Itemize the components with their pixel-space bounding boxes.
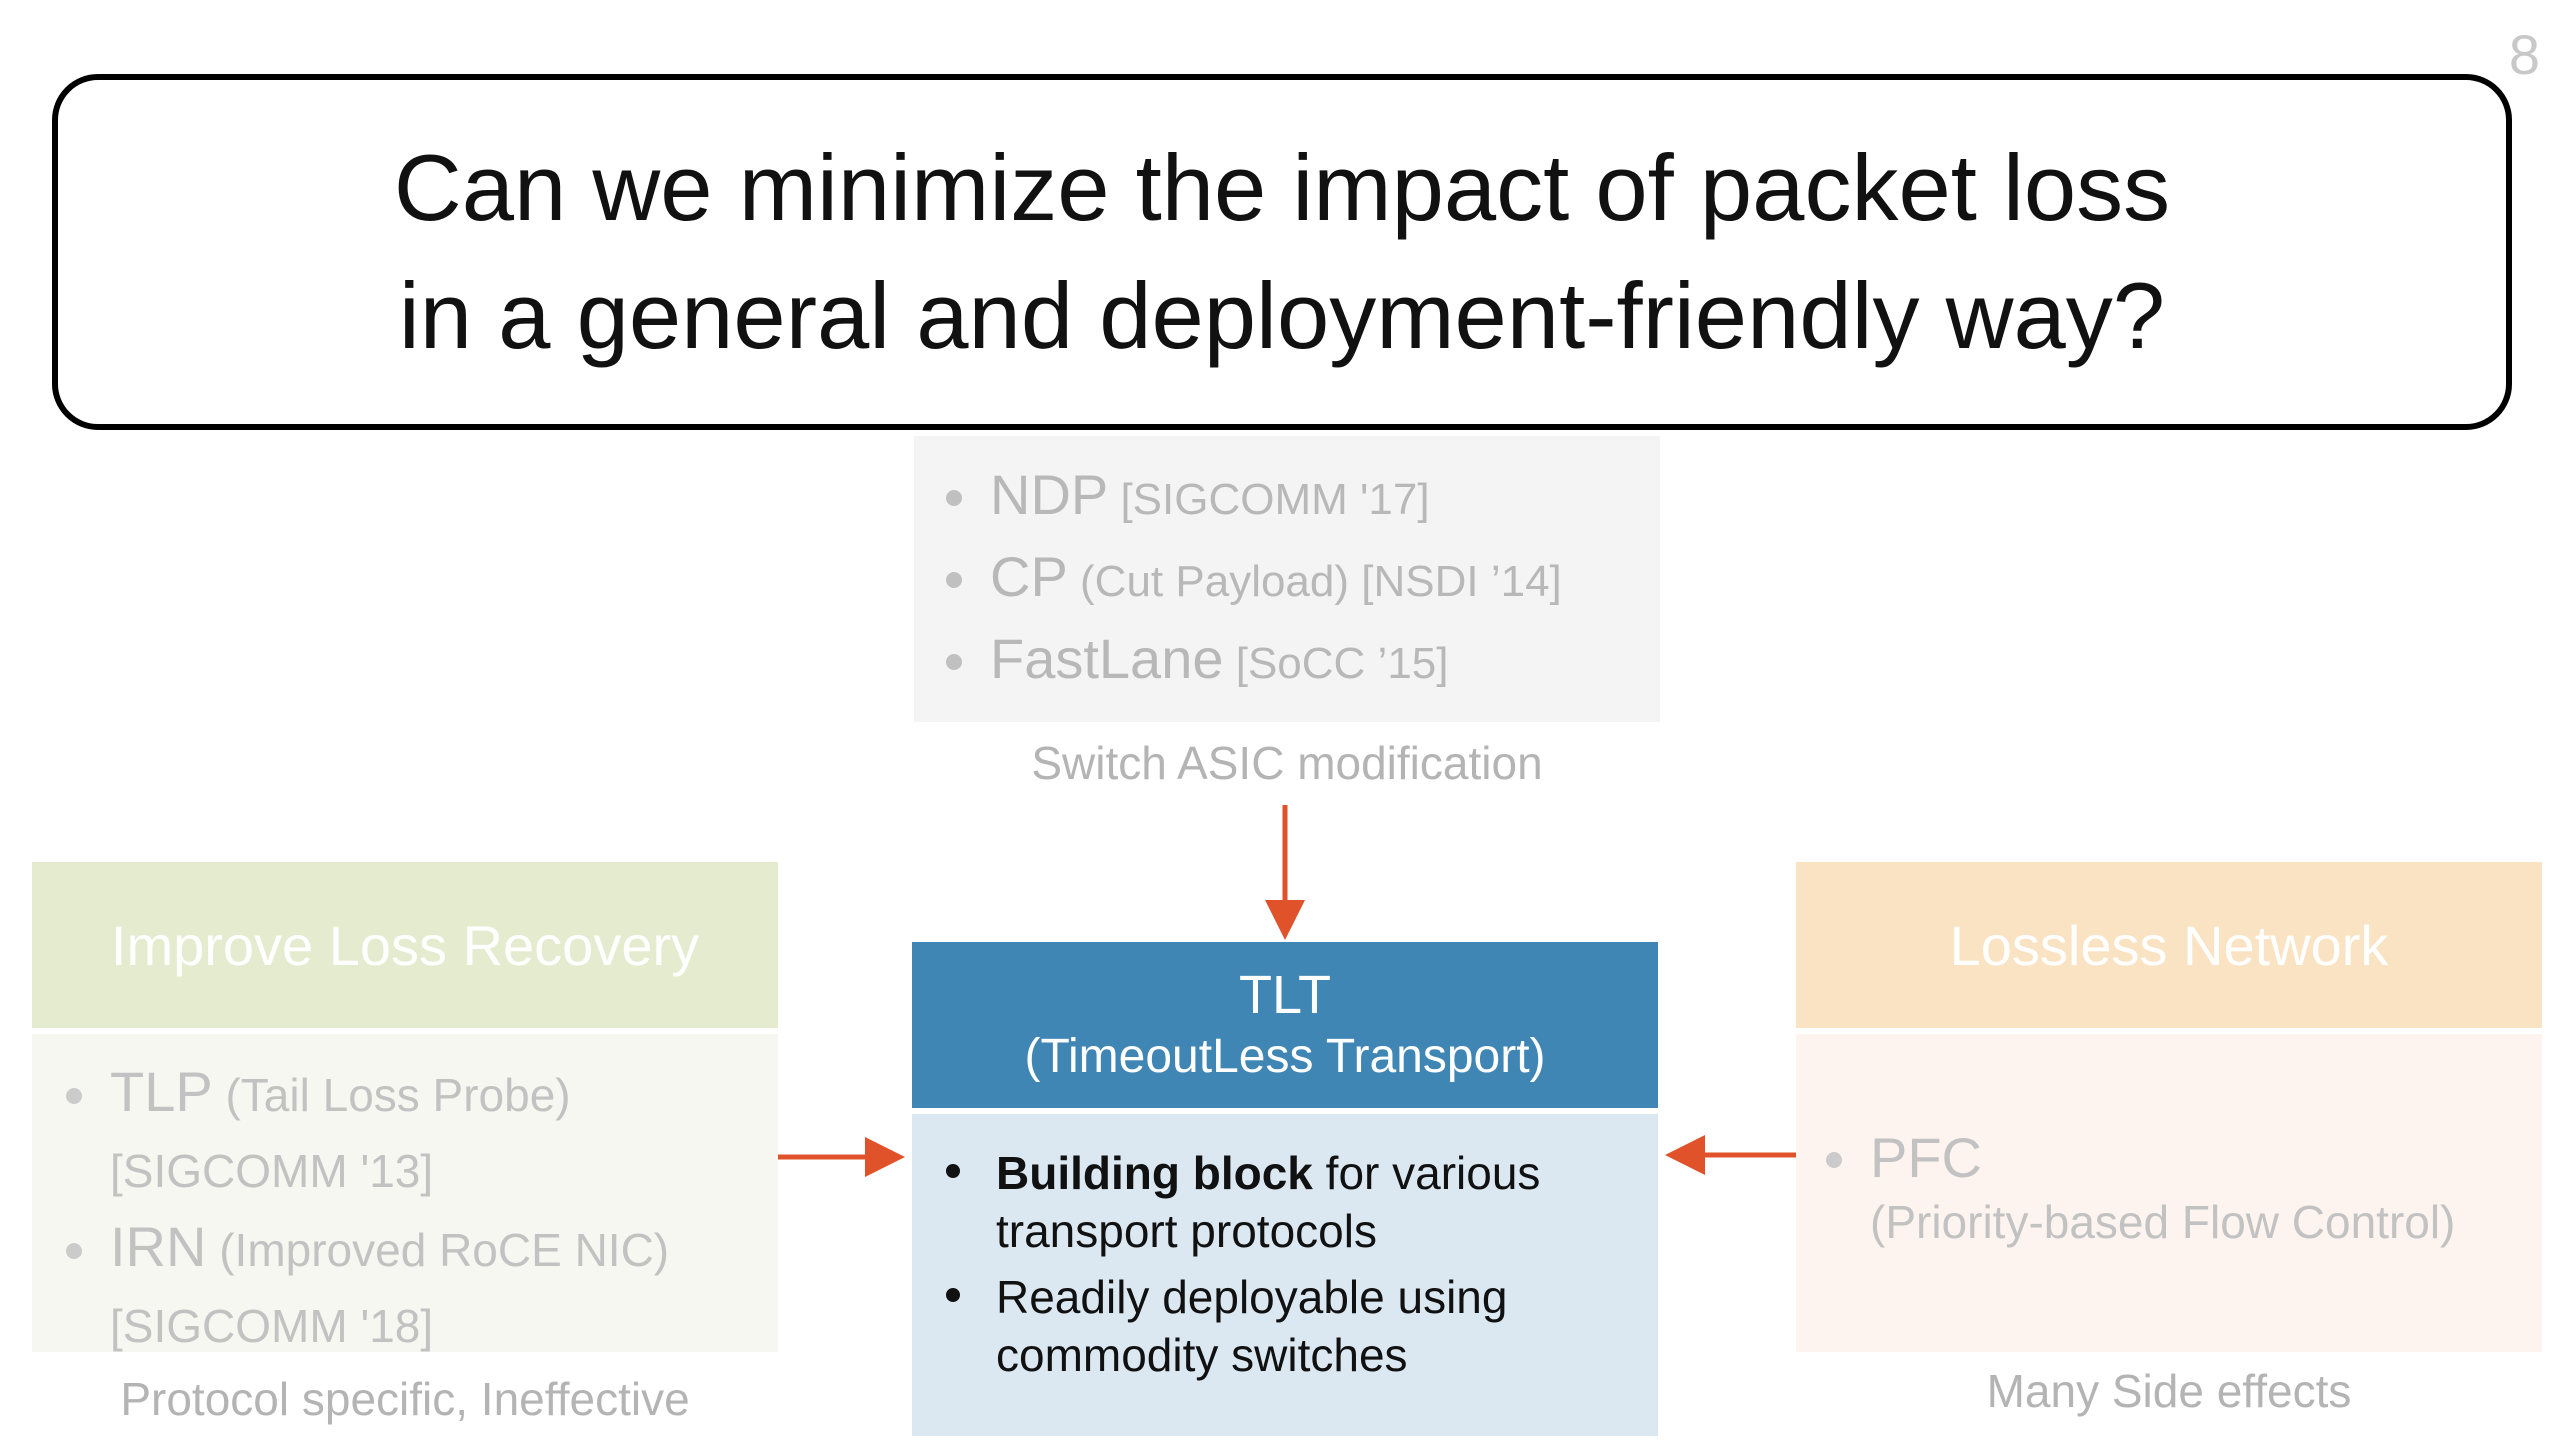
tlt-title: TLT <box>1239 965 1331 1025</box>
loss-recovery-header: Improve Loss Recovery <box>32 862 778 1028</box>
question-box: Can we minimize the impact of packet los… <box>52 74 2512 430</box>
list-item: Building block for various transport pro… <box>946 1144 1540 1260</box>
list-item: TLP (Tail Loss Probe) [SIGCOMM '13] <box>66 1058 669 1201</box>
list-item: IRN (Improved RoCE NIC) [SIGCOMM '18] <box>66 1213 669 1356</box>
bullet-icon <box>946 1164 960 1178</box>
list-item: Readily deployable using commodity switc… <box>946 1268 1540 1384</box>
lossless-caption: Many Side effects <box>1986 1365 2352 1417</box>
slide-number: 8 <box>2508 23 2540 86</box>
bullet-icon <box>946 1288 960 1302</box>
bullet-icon <box>946 572 962 588</box>
loss-recovery-caption: Protocol specific, Ineffective <box>120 1373 690 1425</box>
tlt-box: Building block for various transport pro… <box>912 1114 1658 1436</box>
lossless-list: PFC (Priority-based Flow Control) <box>1826 1124 2455 1252</box>
switch-asic-caption: Switch ASIC modification <box>1031 737 1543 789</box>
switch-asic-list: NDP [SIGCOMM '17] CP (Cut Payload) [NSDI… <box>946 462 1562 708</box>
bullet-icon <box>66 1088 82 1104</box>
bullet-icon <box>946 654 962 670</box>
tlt-header: TLT (TimeoutLess Transport) <box>912 942 1658 1108</box>
question-line-1: Can we minimize the impact of packet los… <box>393 135 2171 240</box>
tlt-subtitle: (TimeoutLess Transport) <box>1024 1030 1546 1083</box>
switch-asic-box: NDP [SIGCOMM '17] CP (Cut Payload) [NSDI… <box>914 436 1660 722</box>
question-line-2: in a general and deployment-friendly way… <box>398 263 2166 368</box>
tlt-list: Building block for various transport pro… <box>946 1144 1540 1392</box>
lossless-box: PFC (Priority-based Flow Control) <box>1796 1034 2542 1352</box>
lossless-header: Lossless Network <box>1796 862 2542 1028</box>
list-item: NDP [SIGCOMM '17] <box>946 462 1562 544</box>
bullet-icon <box>1826 1152 1842 1168</box>
list-item: CP (Cut Payload) [NSDI ’14] <box>946 544 1562 626</box>
loss-recovery-list: TLP (Tail Loss Probe) [SIGCOMM '13] IRN … <box>66 1058 669 1368</box>
loss-recovery-box: TLP (Tail Loss Probe) [SIGCOMM '13] IRN … <box>32 1034 778 1352</box>
list-item: PFC (Priority-based Flow Control) <box>1826 1124 2455 1252</box>
bullet-icon <box>946 490 962 506</box>
list-item: FastLane [SoCC ’15] <box>946 626 1562 708</box>
bullet-icon <box>66 1243 82 1259</box>
